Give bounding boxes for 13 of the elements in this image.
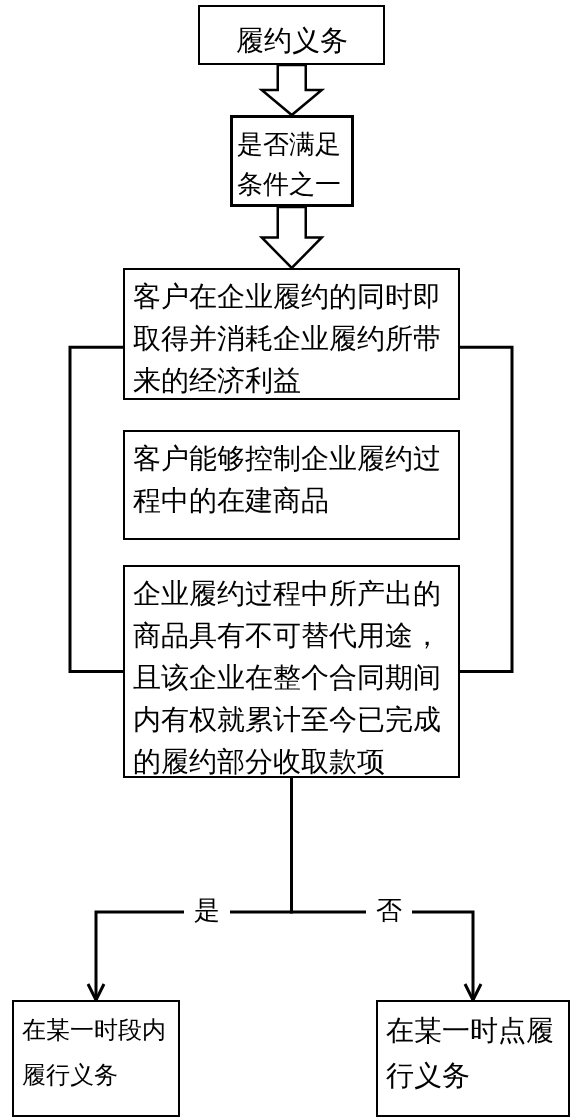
edge-label: 是: [184, 895, 230, 925]
process-box: 履约义务: [198, 5, 385, 65]
result-box: 在某一时段内履行义务: [12, 1000, 180, 1117]
condition-box: 是否满足条件之一: [230, 115, 354, 207]
result-box: 在某一时点履行义务: [376, 1000, 570, 1117]
block-arrow: [258, 205, 325, 270]
bracket-line: [460, 345, 514, 673]
block-arrow: [258, 63, 326, 117]
condition-box: 客户能够控制企业履约过程中的在建商品: [123, 430, 460, 540]
arrow: [290, 778, 483, 1002]
condition-box: 企业履约过程中所产出的商品具有不可替代用途，且该企业在整个合同期间内有权就累计至今已完成的履约部分收取款项: [123, 565, 460, 778]
bracket-line: [68, 345, 123, 673]
condition-box: 客户在企业履约的同时即取得并消耗企业履约所带来的经济利益: [123, 268, 460, 400]
